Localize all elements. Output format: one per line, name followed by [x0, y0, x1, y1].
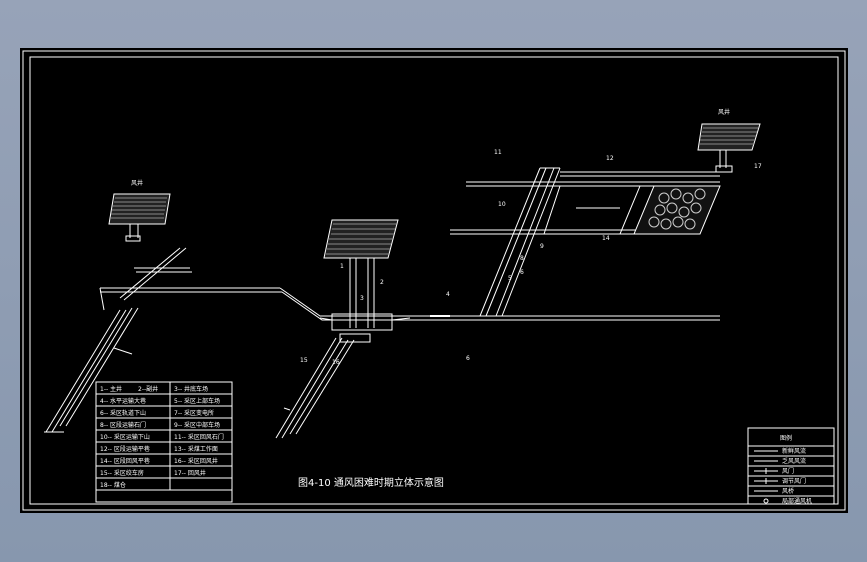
legend-box-grid [747, 427, 835, 505]
inner-border [29, 56, 839, 505]
fan-left [108, 193, 171, 242]
legend-box-item: 局部通风机 [782, 497, 812, 505]
legend-cell: 17-- 回风井 [174, 469, 206, 477]
callout-6: 6 [520, 269, 524, 276]
callout-4: 4 [446, 291, 450, 298]
legend-cell: 11-- 采区回风石门 [174, 433, 224, 441]
legend-cell: 12-- 区段运输平巷 [100, 445, 150, 453]
legend-box-item: 新鲜风流 [782, 447, 806, 455]
fan-right-label: 风井 [718, 108, 730, 116]
callout-9: 9 [540, 243, 544, 250]
callout-5: 5 [508, 275, 512, 282]
callout-11: 11 [494, 149, 502, 156]
drawing-title: 图4-10 通风困难时期立体示意图 [298, 476, 444, 489]
legend-box-title: 图例 [780, 434, 792, 442]
legend-cell: 9-- 采区中部车场 [174, 421, 220, 429]
legend-cell: 4-- 水平运输大巷 [100, 397, 146, 405]
legend-cell: 18-- 煤仓 [100, 481, 126, 489]
callout-1: 1 [340, 263, 344, 270]
legend-box: 图例 新鲜风流 乏风风流 风门 调节风门 风桥 局部通风机 [780, 434, 812, 505]
legend-cell: 7-- 采区变电所 [174, 409, 214, 417]
legend-table: 1-- 主井 2--副井 3-- 井底车场 4-- 水平运输大巷 5-- 采区上… [100, 385, 224, 489]
callout-10: 10 [498, 201, 506, 208]
callout-16: 16 [332, 359, 340, 366]
legend-cell: 1-- 主井 [100, 385, 122, 393]
callout-3: 3 [360, 295, 364, 302]
main-roadway [279, 287, 720, 321]
legend-cell: 8-- 区段运输石门 [100, 421, 146, 429]
callout-14: 14 [602, 235, 610, 242]
legend-cell: 5-- 采区上部车场 [174, 397, 220, 405]
ventilation-diagram: 风井 风井 6 1 2 3 4 5 6 8 9 10 11 12 14 15 1… [22, 50, 846, 511]
coal-seam-texture [648, 188, 706, 230]
legend-cell: 10-- 采区运输下山 [100, 433, 150, 441]
fan-right [697, 123, 761, 173]
callout-17: 17 [754, 163, 762, 170]
legend-cell: 16-- 采区回风井 [174, 457, 218, 465]
drawing-canvas: 风井 风井 6 1 2 3 4 5 6 8 9 10 11 12 14 15 1… [20, 48, 848, 513]
center-number-label: 6 [466, 355, 470, 362]
legend-table-grid [95, 381, 233, 503]
fan-center [319, 219, 411, 343]
legend-cell: 6-- 采区轨道下山 [100, 409, 146, 417]
outer-border [22, 50, 846, 511]
legend-box-item: 调节风门 [782, 477, 806, 485]
legend-cell: 13-- 采煤工作面 [174, 445, 218, 453]
callout-12: 12 [606, 155, 614, 162]
center-incline [275, 337, 355, 439]
legend-cell: 14-- 区段回风平巷 [100, 457, 150, 465]
legend-cell: 3-- 井底车场 [174, 385, 208, 393]
legend-box-item: 风门 [782, 467, 794, 475]
legend-box-item: 乏风风流 [782, 457, 806, 465]
legend-cell: 2--副井 [138, 385, 158, 393]
legend-box-item: 风桥 [782, 487, 794, 495]
left-incline [44, 247, 282, 433]
callout-15: 15 [300, 357, 308, 364]
fan-left-label: 风井 [131, 179, 143, 187]
legend-cell: 15-- 采区绞车房 [100, 469, 144, 477]
callout-2: 2 [380, 279, 384, 286]
callout-8: 8 [520, 255, 524, 262]
